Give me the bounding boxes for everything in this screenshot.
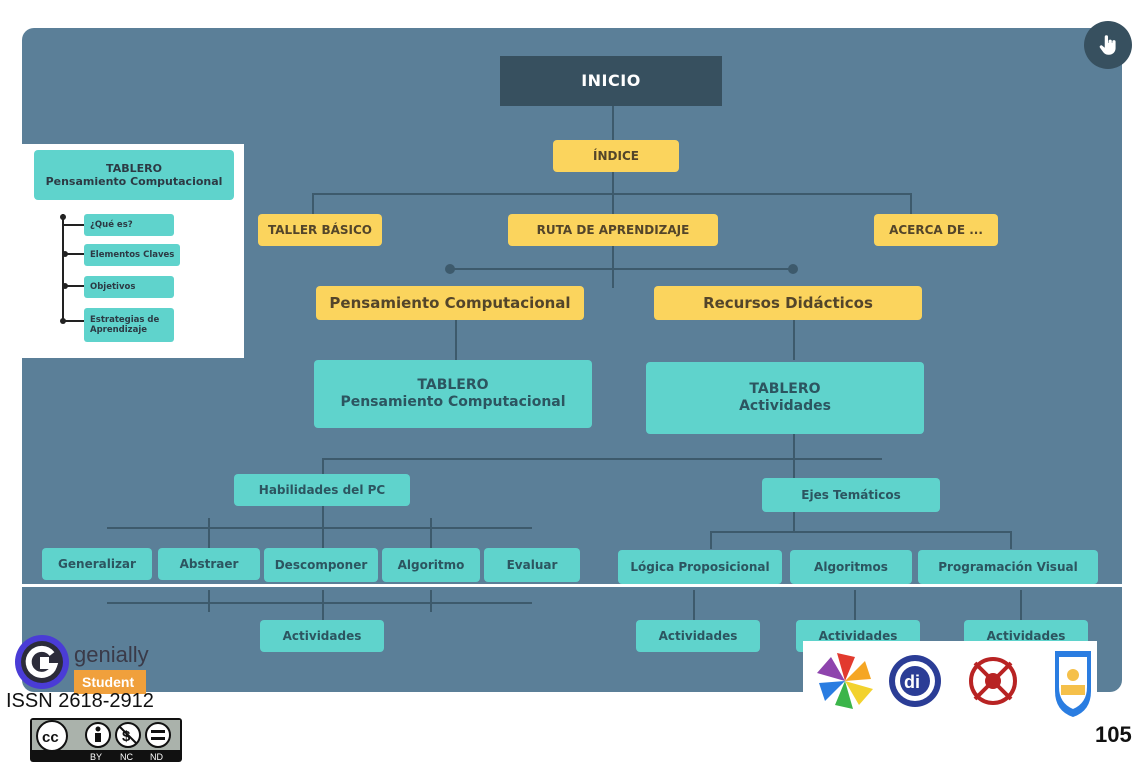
connector-node: [788, 264, 798, 274]
institution-logos: di: [803, 641, 1097, 719]
connector: [793, 510, 795, 532]
genially-brand: genially: [74, 642, 149, 667]
connector: [450, 268, 794, 270]
side-panel-connector: [62, 214, 64, 322]
connector: [322, 518, 324, 548]
page-number: 105: [1095, 722, 1132, 747]
svg-text:$: $: [122, 728, 131, 745]
connector: [322, 502, 324, 530]
cc-label-nd: ND: [150, 752, 163, 762]
network-logo-icon: [969, 657, 1017, 705]
side-panel-node: [60, 214, 66, 220]
node-topic-algoritmos[interactable]: Algoritmos: [790, 550, 912, 584]
connector: [107, 527, 532, 529]
node-actividades-habilidades[interactable]: Actividades: [260, 620, 384, 652]
connector: [854, 590, 856, 620]
node-skill-generalizar[interactable]: Generalizar: [42, 548, 152, 580]
connector: [430, 518, 432, 548]
side-panel-connector: [64, 253, 84, 255]
node-inicio[interactable]: INICIO: [500, 56, 722, 106]
node-ruta-aprendizaje[interactable]: RUTA DE APRENDIZAJE: [508, 214, 718, 246]
hand-pointer-icon: [1099, 35, 1116, 55]
connector: [312, 193, 314, 215]
node-skill-algoritmo[interactable]: Algoritmo: [382, 548, 480, 582]
svg-text:di: di: [904, 672, 920, 692]
connector: [312, 193, 912, 195]
connector: [208, 590, 210, 612]
node-ejes-tematicos[interactable]: Ejes Temáticos: [762, 478, 940, 512]
side-item-objetivos[interactable]: Objetivos: [84, 276, 174, 298]
cc-label-by: BY: [90, 752, 102, 762]
node-topic-programacion[interactable]: Programación Visual: [918, 550, 1098, 584]
side-panel: TABLERO Pensamiento Computacional ¿Qué e…: [22, 144, 244, 358]
side-panel-title[interactable]: TABLERO Pensamiento Computacional: [34, 150, 234, 200]
di-logo-icon: di: [889, 655, 941, 707]
node-acerca-de[interactable]: ACERCA DE ...: [874, 214, 998, 246]
connector: [693, 590, 695, 620]
connector: [322, 590, 324, 620]
connector: [107, 602, 532, 604]
connector: [1010, 531, 1012, 549]
divider: [10, 584, 1135, 587]
node-topic-logica[interactable]: Lógica Proposicional: [618, 550, 782, 584]
pinwheel-logo-icon: [817, 653, 873, 709]
connector-node: [445, 264, 455, 274]
connector: [430, 590, 432, 612]
connector: [612, 244, 614, 288]
node-habilidades-pc[interactable]: Habilidades del PC: [234, 474, 410, 506]
node-actividades-logica[interactable]: Actividades: [636, 620, 760, 652]
cc-label-nc: NC: [120, 752, 133, 762]
side-item-que-es[interactable]: ¿Qué es?: [84, 214, 174, 236]
diagram-board: INICIO ÍNDICE TALLER BÁSICO RUTA DE APRE…: [22, 28, 1122, 692]
node-skill-evaluar[interactable]: Evaluar: [484, 548, 580, 582]
issn-label: ISSN 2618-2912: [6, 690, 154, 712]
interactivity-button[interactable]: [1084, 21, 1132, 69]
node-tablero-pensamiento[interactable]: TABLERO Pensamiento Computacional: [314, 360, 592, 428]
connector: [710, 531, 712, 549]
node-taller-basico[interactable]: TALLER BÁSICO: [258, 214, 382, 246]
side-panel-connector: [62, 224, 84, 226]
side-item-estrategias[interactable]: Estrategias de Aprendizaje: [84, 308, 174, 342]
node-skill-descomponer[interactable]: Descomponer: [264, 548, 378, 582]
svg-text:cc: cc: [42, 729, 59, 746]
side-item-elementos-claves[interactable]: Elementos Claves: [84, 244, 180, 266]
connector: [910, 193, 912, 215]
genially-tag: Student: [82, 674, 134, 690]
connector: [793, 320, 795, 360]
node-pensamiento-computacional[interactable]: Pensamiento Computacional: [316, 286, 584, 320]
university-shield-icon: [1055, 651, 1091, 717]
node-recursos-didacticos[interactable]: Recursos Didácticos: [654, 286, 922, 320]
connector: [322, 458, 324, 474]
connector: [322, 458, 882, 460]
connector: [455, 320, 457, 360]
side-panel-connector: [64, 285, 84, 287]
node-skill-abstraer[interactable]: Abstraer: [158, 548, 260, 580]
creative-commons-icon[interactable]: cc $ BY NC ND: [30, 718, 182, 762]
connector: [1020, 590, 1022, 620]
connector: [208, 518, 210, 548]
node-tablero-actividades[interactable]: TABLERO Actividades: [646, 362, 924, 434]
side-panel-connector: [62, 320, 84, 322]
node-indice[interactable]: ÍNDICE: [553, 140, 679, 172]
connector: [612, 106, 614, 142]
genially-logo[interactable]: genially Student: [12, 634, 152, 704]
connector: [612, 170, 614, 214]
connector: [710, 531, 1010, 533]
